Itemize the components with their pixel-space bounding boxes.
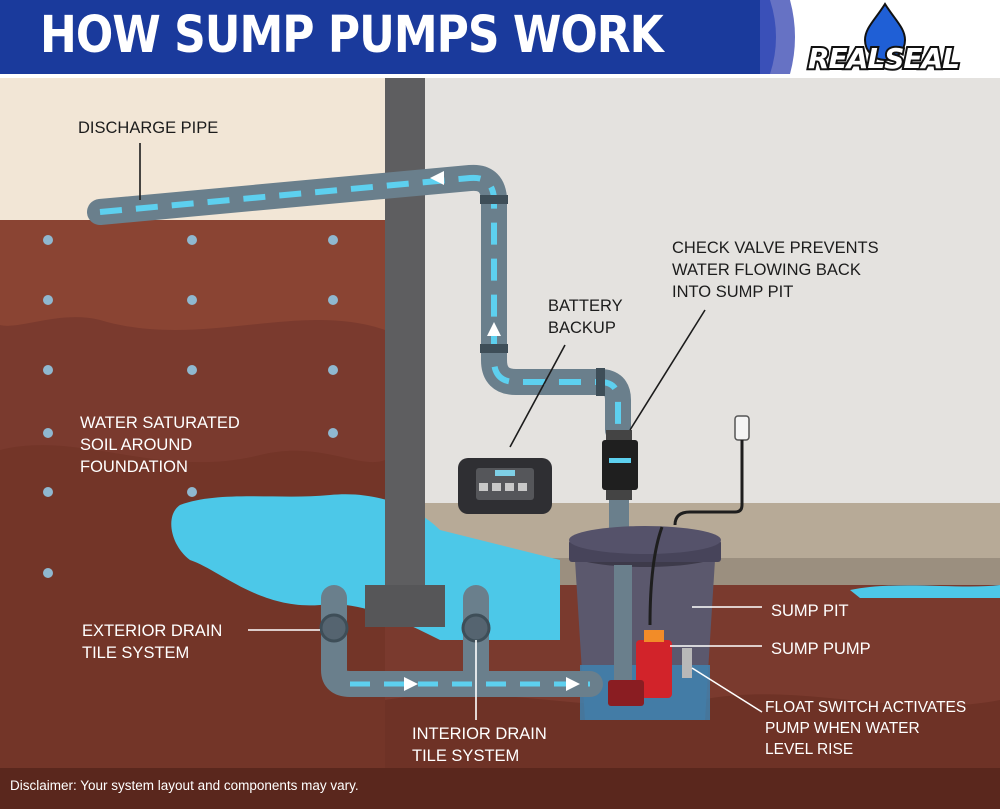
float-switch <box>682 648 692 678</box>
foundation-wall <box>385 78 425 593</box>
pump-cord <box>648 526 664 626</box>
interior-drain-opening <box>461 613 491 643</box>
check-valve <box>602 440 638 490</box>
battery-buttons <box>479 483 527 491</box>
drain-arrows <box>404 677 580 691</box>
pump-cap <box>644 630 664 642</box>
discharge-flow <box>99 174 621 430</box>
label-discharge-pipe: DISCHARGE PIPE <box>78 119 219 137</box>
riser-pipe <box>609 500 629 530</box>
wall-outlet <box>734 415 750 441</box>
disclaimer-band <box>0 768 1000 809</box>
pump-discharge-pipe <box>614 565 632 685</box>
label-sump-pump: SUMP PUMP <box>771 640 871 658</box>
wall-footing <box>365 585 445 627</box>
page-title: HOW SUMP PUMPS WORK <box>40 6 664 65</box>
disclaimer: Disclaimer: Your system layout and compo… <box>10 778 359 793</box>
leader-lines <box>139 143 706 448</box>
label-water-saturated-soil: WATER SATURATED SOIL AROUND FOUNDATION <box>80 414 240 476</box>
groundwater-pool <box>171 494 561 640</box>
check-valve-indicator <box>609 458 631 463</box>
battery-display <box>495 470 515 476</box>
pump-housing <box>608 680 644 706</box>
exterior-drain-opening <box>319 613 349 643</box>
check-valve-cap <box>606 490 632 500</box>
water-drop-logo-icon <box>863 2 907 61</box>
power-cord <box>673 440 744 526</box>
groundwater-pool <box>850 585 1000 598</box>
basement-wall <box>425 78 1000 503</box>
label-exterior-drain: EXTERIOR DRAIN TILE SYSTEM <box>82 622 223 662</box>
header-bar <box>0 0 760 74</box>
label-check-valve: CHECK VALVE PREVENTS WATER FLOWING BACK … <box>672 239 879 301</box>
sump-lid-top <box>569 526 721 554</box>
soil-droplets <box>43 235 338 578</box>
label-sump-pit: SUMP PIT <box>771 602 849 620</box>
sump-pump <box>636 640 672 698</box>
label-float-switch: FLOAT SWITCH ACTIVATES PUMP WHEN WATER L… <box>765 699 967 758</box>
label-battery-backup: BATTERY BACKUP <box>548 297 623 337</box>
brand-logo: REALSEAL <box>806 40 962 77</box>
label-interior-drain: INTERIOR DRAIN TILE SYSTEM <box>412 725 547 765</box>
leader-lines-light <box>248 606 763 720</box>
soil-layer <box>0 220 385 330</box>
check-valve-cap <box>606 430 632 440</box>
pipe-couplings <box>480 195 605 396</box>
